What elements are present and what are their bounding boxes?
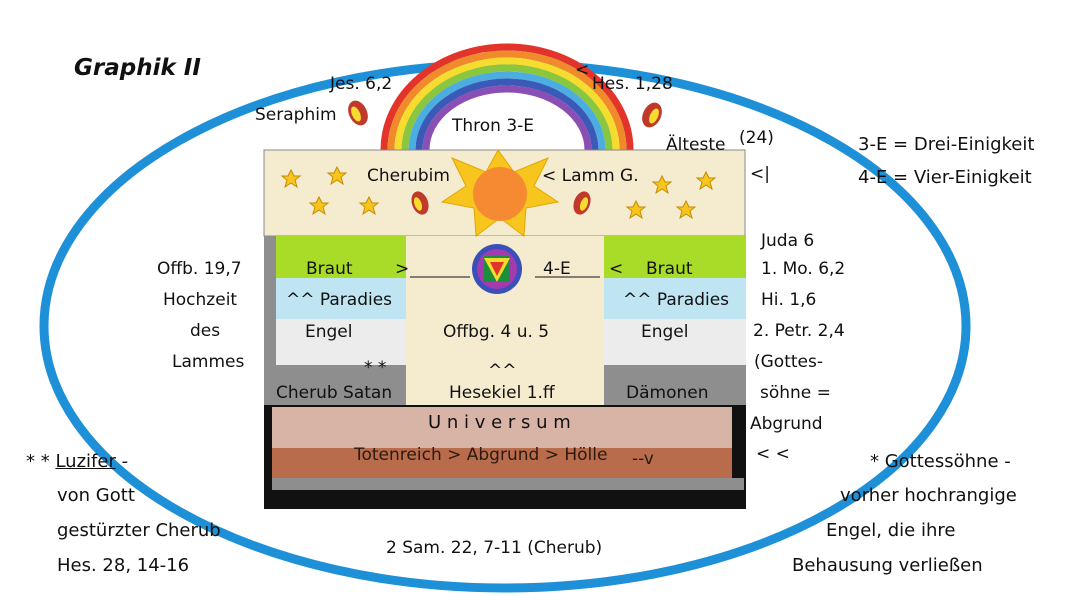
right-ref-1: Juda 6 (761, 231, 815, 251)
braut-right-lt: < (609, 259, 624, 279)
offbg-label: Offbg. 4 u. 5 (443, 322, 550, 342)
luzifer-line3: gestürzter Cherub (57, 520, 221, 541)
right-ref-4: 2. Petr. 2,4 (753, 321, 845, 341)
cherub-bar-mark: <| (750, 164, 770, 184)
engel-right: Engel (641, 322, 689, 342)
gray-strip (272, 478, 744, 490)
left-ref-3: des (190, 321, 221, 341)
flame-icon-1 (348, 100, 368, 126)
left-ref-2: Hochzeit (163, 290, 238, 310)
paradies-right: ^^ Paradies (623, 290, 730, 310)
cherub-satan-label: Cherub Satan (276, 383, 393, 403)
graphic-title: Graphik II (74, 55, 201, 81)
thron-label: Thron 3-E (452, 116, 535, 136)
flame-icon-2 (642, 102, 662, 128)
daemonen-band (604, 365, 746, 405)
hesekiel-label: Hesekiel 1.ff (449, 383, 555, 403)
hes-ref: Hes. 1,28 (592, 74, 673, 94)
engel-right-band (604, 319, 746, 365)
right-ref-8: < < (756, 444, 790, 464)
braut-right-band (604, 236, 746, 278)
cherubim-label: Cherubim (367, 166, 450, 186)
emblem-icon (472, 244, 522, 294)
braut-right: Braut (646, 259, 693, 279)
luzifer-line4: Hes. 28, 14-16 (57, 555, 190, 576)
paradies-left: ^^ Paradies (286, 290, 393, 310)
flame-icon-3 (411, 191, 429, 215)
gottessoehne-line4: Behausung verließen (792, 555, 983, 576)
luzifer-name: Luzifer (55, 451, 116, 472)
gottessoehne-line1: * Gottessöhne - (870, 451, 1011, 472)
seraphim-label: Seraphim (255, 105, 337, 125)
luzifer-note: * * Luzifer - (26, 451, 128, 472)
universum-band (272, 407, 732, 448)
braut-left-band (276, 236, 406, 278)
single-star-mark: * (738, 459, 747, 479)
double-star-mark: * * (364, 358, 387, 378)
satan-band (264, 365, 406, 405)
bottom-ref: 2 Sam. 22, 7-11 (Cherub) (386, 538, 603, 558)
count-24: (24) (739, 128, 774, 148)
left-ref-4: Lammes (172, 352, 245, 372)
luzifer-dash: - (121, 451, 129, 472)
right-ref-3: Hi. 1,6 (761, 290, 817, 310)
left-edge-strip (264, 236, 276, 366)
aelteste-label: Älteste (666, 135, 726, 155)
star-icons (280, 165, 717, 220)
left-ref-1: Offb. 19,7 (157, 259, 242, 279)
hes-lt: < (575, 60, 590, 80)
sun-icon (440, 149, 560, 237)
engel-left: Engel (305, 322, 353, 342)
right-ref-7: Abgrund (750, 414, 823, 434)
four-e-label: 4-E (543, 259, 571, 279)
gottessoehne-line3: Engel, die ihre (826, 520, 956, 541)
braut-left-gt: > (395, 259, 410, 279)
luzifer-prefix: * * (26, 451, 50, 472)
daemonen-label: Dämonen (626, 383, 709, 403)
legend-drei: 3-E = Drei-Einigkeit (858, 134, 1035, 155)
lamm-label: < Lamm G. (542, 166, 639, 186)
right-ref-2: 1. Mo. 6,2 (761, 259, 846, 279)
flame-icons (348, 100, 662, 215)
luzifer-line2: von Gott (57, 485, 135, 506)
flame-icon-4 (573, 191, 591, 215)
totenreich-band (272, 448, 732, 478)
right-ref-5: (Gottes- (754, 352, 823, 372)
right-ref-6: söhne = (760, 383, 831, 403)
arrow-v-label: --v (632, 449, 654, 469)
engel-left-band (276, 319, 406, 365)
totenreich-label: Totenreich > Abgrund > Hölle (354, 445, 608, 465)
gottessoehne-line2: vorher hochrangige (840, 485, 1017, 506)
braut-left: Braut (306, 259, 353, 279)
universum-label: U n i v e r s u m (428, 412, 571, 433)
paradies-right-band (604, 278, 746, 319)
legend-vier: 4-E = Vier-Einigkeit (858, 167, 1032, 188)
rainbow (380, 43, 634, 151)
jes-ref: Jes. 6,2 (330, 74, 393, 94)
paradies-left-band (276, 278, 406, 319)
caret-mark: ^^ (488, 361, 517, 381)
